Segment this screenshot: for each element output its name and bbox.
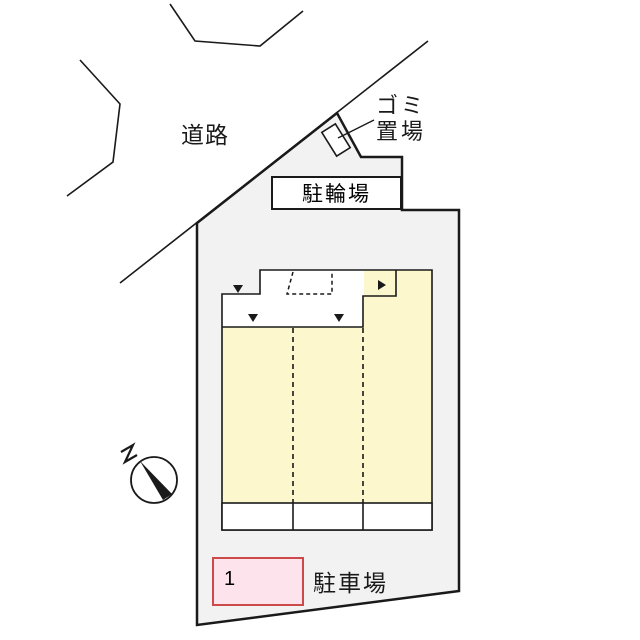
parking-space-number: 1	[224, 568, 236, 590]
road-label: 道路	[181, 123, 229, 149]
parking-space-1: 1	[212, 557, 304, 606]
trash-label-line1: ゴミ	[376, 94, 427, 119]
north-compass-icon	[120, 442, 178, 504]
entrance-arrow	[248, 314, 258, 322]
bicycle-parking-label: 駐輪場	[302, 182, 371, 206]
road-edge-left	[66, 59, 121, 197]
entrance-arrow	[378, 280, 386, 290]
trash-area-label: ゴミ 置場	[376, 94, 426, 146]
road-edge-top	[169, 3, 304, 47]
trash-label-line2: 置場	[376, 120, 427, 145]
bicycle-parking: 駐輪場	[271, 176, 402, 210]
trash-area	[320, 119, 375, 158]
entrance-arrow	[233, 285, 243, 293]
entrance-arrow	[334, 314, 344, 322]
building	[221, 269, 433, 531]
parking-label: 駐車場	[313, 571, 388, 597]
